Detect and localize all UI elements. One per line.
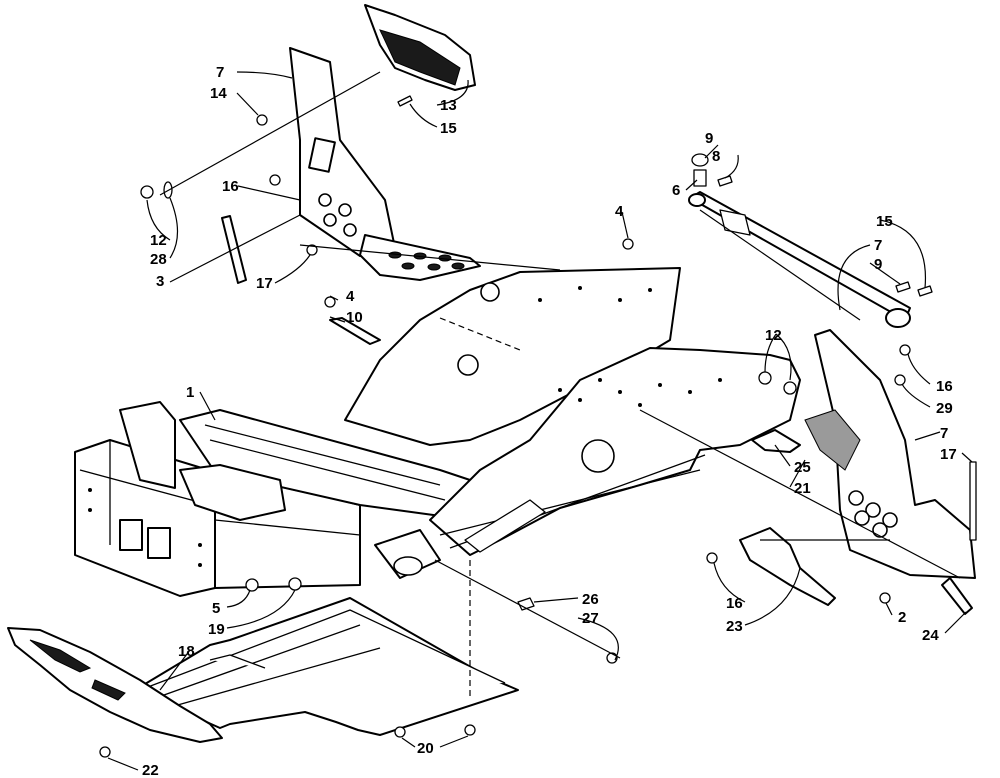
callout-16-left: 16 <box>222 178 239 195</box>
callout-29: 29 <box>936 400 953 417</box>
callout-22: 22 <box>142 762 159 778</box>
callout-14: 14 <box>210 85 227 102</box>
left-steering-support <box>289 47 481 281</box>
callout-6: 6 <box>672 182 680 199</box>
callout-2: 2 <box>898 609 906 626</box>
callout-labels: 7 14 13 15 16 12 28 3 17 4 10 1 4 9 8 6 … <box>142 64 957 778</box>
callout-19: 19 <box>208 621 225 638</box>
callout-9-right: 9 <box>874 256 882 273</box>
leader-lines <box>107 71 973 771</box>
callout-9-top: 8 <box>712 148 720 165</box>
callout-1: 1 <box>186 384 194 401</box>
callout-3: 3 <box>156 273 164 290</box>
callout-16-right: 16 <box>936 378 953 395</box>
callout-17-right: 17 <box>940 446 957 463</box>
callout-17-left: 17 <box>256 275 273 292</box>
callout-7-right-visible: 7 <box>940 425 948 442</box>
callout-5: 5 <box>212 600 220 617</box>
callout-10: 9 <box>705 130 713 147</box>
callout-24: 24 <box>922 627 939 644</box>
main-chassis <box>74 267 801 597</box>
callout-23: 23 <box>726 618 743 635</box>
callout-4-center: 4 <box>346 288 355 305</box>
callout-26: 26 <box>582 591 599 608</box>
callout-15-right: 15 <box>876 213 893 230</box>
callout-28: 28 <box>150 251 167 268</box>
callout-8: 7 <box>874 237 882 254</box>
hardware <box>99 95 977 758</box>
callout-18: 18 <box>178 643 195 660</box>
bumper-bracket <box>739 527 836 606</box>
callout-21: 21 <box>794 480 811 497</box>
callout-11: 10 <box>346 309 363 326</box>
callout-13: 13 <box>440 97 457 114</box>
callout-25: 25 <box>794 459 811 476</box>
cross-shaft <box>688 191 911 328</box>
callout-27: 27 <box>582 610 599 627</box>
callout-20: 20 <box>417 740 434 757</box>
right-steering-support <box>751 329 976 579</box>
callout-16-lower: 16 <box>726 595 743 612</box>
steering-cover <box>364 4 476 91</box>
callout-15-upper: 15 <box>440 120 457 137</box>
rear-bracket <box>941 577 973 615</box>
callout-7-left: 7 <box>216 64 224 81</box>
front-skid-plate <box>7 627 223 743</box>
callout-12-right: 12 <box>765 327 782 344</box>
belly-pan <box>134 597 519 736</box>
callout-12-left: 12 <box>150 232 167 249</box>
callout-4-top: 4 <box>615 203 624 220</box>
